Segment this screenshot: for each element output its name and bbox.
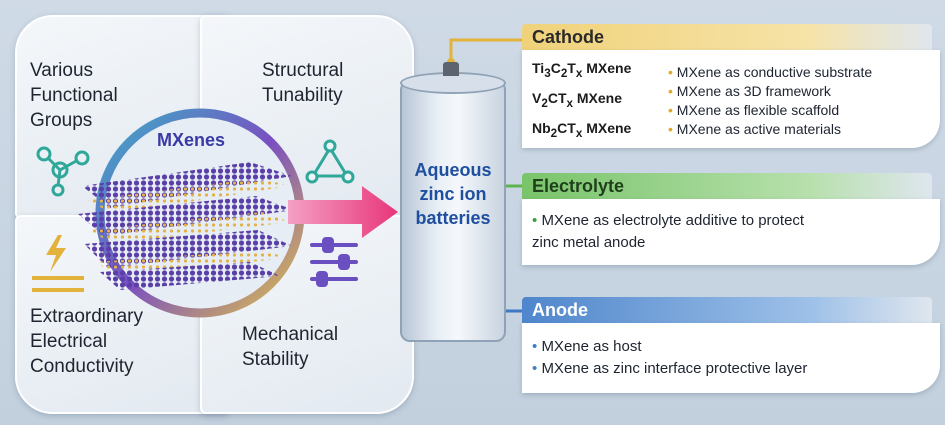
cathode-bullet: • MXene as conductive substrate bbox=[668, 64, 873, 80]
battery-terminal bbox=[443, 62, 459, 76]
electrolyte-header: Electrolyte bbox=[522, 173, 932, 199]
flow-arrow bbox=[288, 186, 398, 238]
property-text-structural-tunability: Structural Tunability bbox=[262, 60, 344, 106]
cathode-header: Cathode bbox=[522, 24, 932, 50]
cathode-bullet: • MXene as 3D framework bbox=[668, 83, 831, 99]
electrolyte-bullet: • MXene as electrolyte additive to prote… bbox=[532, 212, 805, 229]
property-text-mechanical-stability: Mechanical Stability bbox=[242, 324, 339, 370]
cathode-connector bbox=[447, 38, 523, 66]
molecule-icon bbox=[36, 146, 90, 197]
mxenes-label: MXenes bbox=[157, 130, 226, 150]
property-text-functional-groups: Various Functional Groups bbox=[30, 60, 118, 131]
mxene-layer-structure bbox=[78, 162, 294, 290]
anode-bullet: • MXene as host bbox=[532, 338, 642, 355]
triangle-icon bbox=[305, 139, 355, 184]
battery-body bbox=[400, 80, 506, 342]
sliders-icon bbox=[310, 237, 358, 287]
cathode-bullet: • MXene as flexible scaffold bbox=[668, 102, 840, 118]
cathode-material-v2ctx: V2CTx MXene bbox=[532, 90, 622, 110]
lightning-icon bbox=[32, 235, 84, 292]
property-text-electrical-conductivity: Extraordinary Electrical Conductivity bbox=[30, 306, 143, 377]
anode-bullet: • MXene as zinc interface protective lay… bbox=[532, 360, 808, 377]
battery-label: Aqueous zinc ion batteries bbox=[414, 160, 492, 228]
cathode-material-nb2ctx: Nb2CTx MXene bbox=[532, 120, 632, 140]
cathode-panel bbox=[522, 50, 940, 148]
electrolyte-bullet-continuation: zinc metal anode bbox=[532, 234, 646, 251]
electrolyte-panel bbox=[522, 199, 940, 265]
anode-header: Anode bbox=[522, 297, 932, 323]
anode-panel bbox=[522, 323, 940, 393]
cathode-material-ti3c2tx: Ti3C2Tx MXene bbox=[532, 60, 632, 80]
cathode-bullet: • MXene as active materials bbox=[668, 121, 841, 137]
